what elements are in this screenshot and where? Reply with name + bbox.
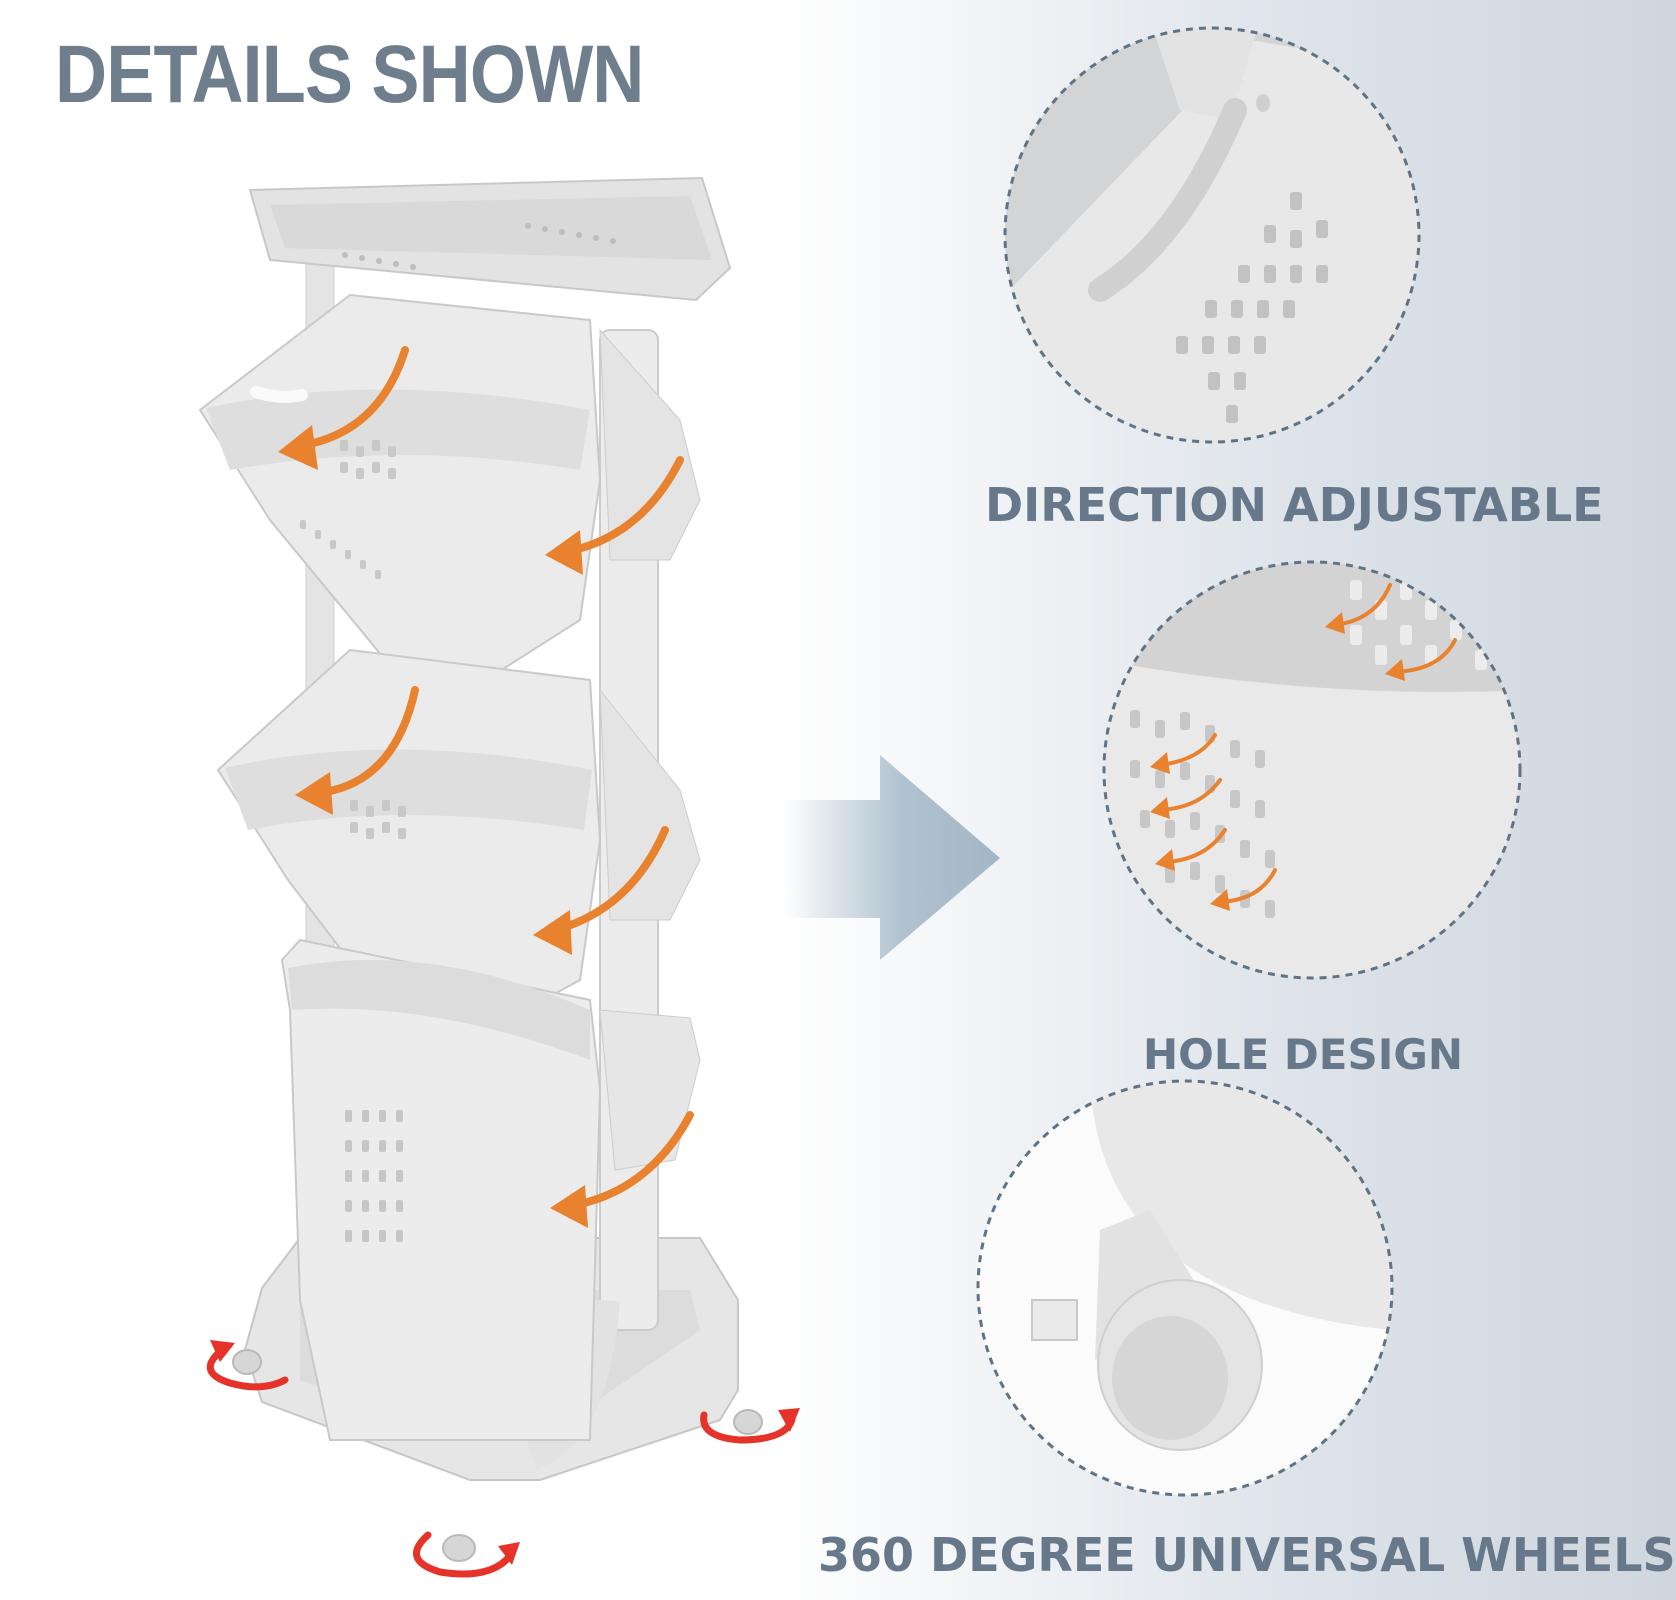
pointer-arrow-icon — [785, 755, 1000, 960]
caption-hole-design: HOLE DESIGN — [1143, 1030, 1463, 1079]
detail-circle-wheels — [976, 1079, 1394, 1497]
page-heading: DETAILS SHOWN — [55, 29, 644, 120]
caption-universal-wheels: 360 DEGREE UNIVERSAL WHEELS — [818, 1528, 1676, 1582]
storage-cart — [198, 176, 763, 1562]
wheel-rotation-arrowheads — [210, 1340, 800, 1565]
detail-circle-holes — [1102, 560, 1522, 980]
caption-direction-adjustable: DIRECTION ADJUSTABLE — [985, 478, 1604, 532]
illustration — [198, 26, 1522, 1578]
detail-circle-direction — [1003, 26, 1421, 444]
wheel-rotation-icon — [206, 1346, 796, 1578]
rotate-arrowheads — [278, 425, 588, 1228]
